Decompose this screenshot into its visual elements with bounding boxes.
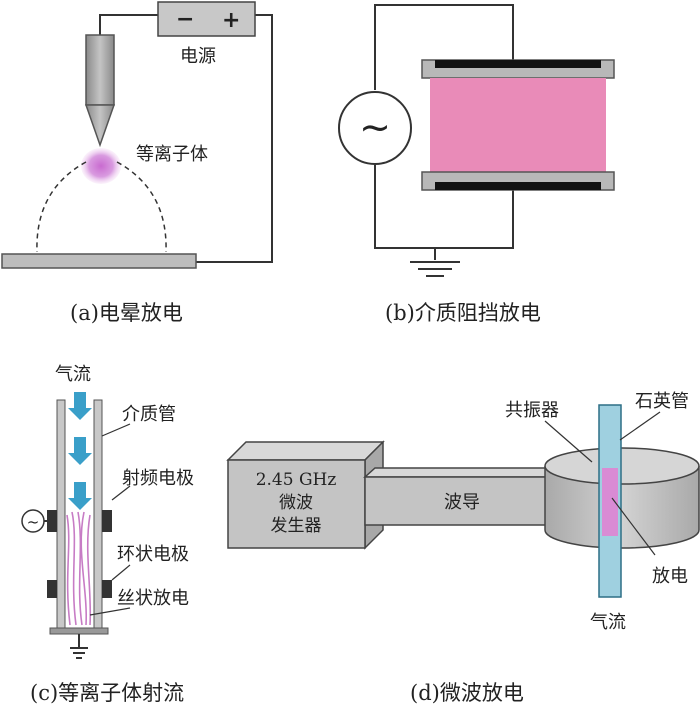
- quartz-tube-label: 石英管: [635, 391, 689, 412]
- leader-ring-electrode: [111, 564, 131, 581]
- gas-flow-label-d: 气流: [590, 612, 626, 633]
- bottom-dielectric-layer: [435, 182, 601, 190]
- filament-1: [66, 514, 71, 626]
- ac-source-c-symbol: ~: [27, 513, 40, 531]
- panel-b-dielectric-barrier-discharge: ~ (b)介质阻挡放电: [338, 4, 615, 325]
- power-minus-sign: −: [176, 7, 194, 32]
- microwave-plasma-discharge: [602, 468, 618, 536]
- filament-5: [86, 514, 92, 626]
- needle-electrode-tip: [84, 104, 116, 148]
- ground-plate-electrode: [1, 253, 197, 269]
- caption-c: (c)等离子体射流: [30, 681, 184, 705]
- filament-2: [71, 511, 77, 626]
- leader-rf-electrode: [111, 485, 131, 501]
- microwave-generator: [227, 459, 366, 549]
- waveguide-top-face: [363, 467, 577, 478]
- plasma-label: 等离子体: [136, 144, 208, 165]
- leader-resonator: [544, 420, 593, 463]
- ac-source: [338, 91, 412, 165]
- field-line-right: [116, 161, 167, 253]
- leader-discharge: [611, 497, 656, 556]
- needle-electrode-body: [85, 34, 115, 106]
- leader-quartz-tube: [619, 411, 661, 441]
- generator-label-line3: 发生器: [271, 516, 322, 536]
- rf-electrode-right: [102, 510, 112, 532]
- power-plus-sign: +: [222, 8, 240, 33]
- resonator-top: [544, 447, 700, 485]
- filament-discharge-strands: [66, 511, 92, 626]
- dielectric-tube-label: 介质管: [122, 404, 176, 425]
- plasma-glow: [81, 148, 121, 184]
- waveguide: [364, 476, 561, 526]
- flow-arrow-3: [68, 482, 92, 510]
- ac-source-symbol: ~: [359, 105, 391, 149]
- generator-frequency-label: 2.45 GHz: [256, 470, 337, 490]
- resonator-label: 共振器: [505, 400, 559, 421]
- leader-dielectric-tube: [101, 423, 131, 437]
- generator-top-face: [226, 441, 385, 461]
- tube-wall-left: [56, 399, 66, 629]
- wire-bottom: [374, 165, 514, 249]
- top-dielectric-layer: [435, 60, 601, 68]
- filament-3: [77, 511, 83, 626]
- tube-wall-right: [93, 399, 103, 629]
- flow-arrow-1: [68, 392, 92, 420]
- panel-d-microwave-discharge: 2.45 GHz 微波 发生器 波导 共振器 石英管 放电 气流 (d)微波放电: [226, 391, 700, 705]
- filament-discharge-label: 丝状放电: [117, 588, 189, 609]
- caption-a: (a)电晕放电: [70, 301, 183, 325]
- wire-right: [196, 14, 273, 263]
- plasma-region: [430, 78, 606, 172]
- caption-b: (b)介质阻挡放电: [385, 301, 541, 325]
- power-supply-label: 电源: [180, 46, 216, 67]
- wire-top: [374, 4, 514, 90]
- flow-arrow-2: [68, 437, 92, 465]
- target-plate: [49, 627, 109, 635]
- caption-d: (d)微波放电: [410, 681, 524, 705]
- power-supply: [157, 1, 256, 37]
- rf-electrode-label: 射频电极: [122, 468, 194, 489]
- filament-4: [80, 511, 88, 626]
- ring-electrode-label: 环状电极: [117, 544, 189, 565]
- wire-top-left: [99, 14, 158, 35]
- gas-flow-label-c: 气流: [55, 364, 91, 385]
- ring-electrode-right: [102, 580, 112, 598]
- panel-c-plasma-jet: 气流 ~: [21, 364, 194, 705]
- ring-electrode-left: [47, 580, 57, 598]
- field-line-left: [36, 161, 87, 253]
- rf-electrode-left: [47, 510, 57, 532]
- waveguide-label: 波导: [444, 492, 480, 513]
- panel-a-corona-discharge: − + 电源 等离子体 (a)电晕放电: [1, 1, 273, 325]
- discharge-label: 放电: [652, 566, 688, 587]
- leader-filament: [89, 607, 131, 616]
- ac-source-c: [21, 509, 45, 533]
- generator-label-line2: 微波: [279, 493, 313, 513]
- gas-flow-arrows: [68, 392, 92, 510]
- resonator-body: [544, 466, 700, 549]
